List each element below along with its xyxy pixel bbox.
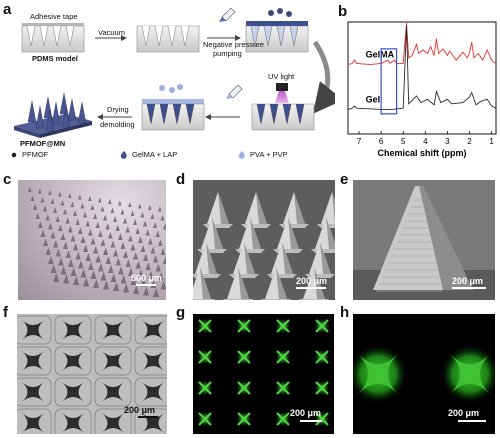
series-label-gel: Gel [366, 94, 381, 104]
label-product: PFMOF@MN [20, 139, 66, 148]
highlight-box [380, 48, 398, 115]
scale-bar-d [296, 287, 326, 289]
pipette-icon [219, 7, 236, 22]
microneedle-patch [14, 92, 92, 138]
scale-bar-g [300, 420, 322, 422]
scale-bar-c [136, 284, 156, 286]
scale-label-d: 200 μm [296, 276, 328, 286]
plot-frame [347, 21, 497, 135]
panel-label-b: b [338, 3, 348, 20]
x-tick-label-7: 7 [357, 137, 362, 146]
x-axis-label: Chemical shift (ppm) [377, 148, 466, 158]
photo-c-microneedle-array [18, 180, 166, 300]
label-negative-pressure: Negative pressure [203, 40, 264, 49]
pdms-mold-uv [251, 83, 315, 131]
label-demolding: demolding [100, 120, 135, 129]
pdms-mold-3 [245, 8, 309, 53]
scale-label-f: 200 μm [124, 405, 156, 415]
x-tick-label-5: 5 [401, 137, 406, 146]
scale-label-c: 500 μm [131, 273, 163, 283]
x-tick-label-1: 1 [489, 137, 494, 146]
label-adhesive-tape: Adhesive tape [30, 12, 78, 21]
panel-label-e: e [340, 171, 349, 188]
x-tick-label-4: 4 [423, 137, 428, 146]
scale-bar-e [452, 287, 486, 289]
scale-label-g: 200 μm [290, 408, 322, 418]
photo-h-fluorescence-single [353, 314, 495, 434]
scale-bar-h [458, 420, 486, 422]
pdms-mold-pva [141, 84, 205, 131]
schematic-diagram [11, 7, 335, 159]
label-pdms-model: PDMS model [32, 54, 78, 63]
x-tick-label-2: 2 [467, 137, 472, 146]
scale-label-h: 200 μm [448, 408, 480, 418]
panel-label-c: c [3, 171, 12, 188]
x-tick-label-6: 6 [379, 137, 384, 146]
label-pumping: pumping [213, 49, 242, 58]
pdms-mold-2 [136, 25, 200, 53]
panel-label-d: d [176, 171, 186, 188]
legend-drop-gelma [120, 151, 127, 159]
panel-label-h: h [340, 304, 350, 321]
series-line-gelma [347, 23, 497, 66]
panel-label-f: f [3, 304, 8, 321]
photo-e-sem-single [353, 180, 495, 300]
pipette-icon-2 [226, 84, 243, 99]
photo-f-brightfield [17, 314, 167, 434]
pdms-mold-1 [21, 23, 85, 53]
label-vacuum: Vacuum [98, 28, 125, 37]
label-drying: Drying [107, 105, 129, 114]
label-uv-light: UV light [268, 72, 295, 81]
photo-d-sem-array [193, 180, 335, 300]
legend-label-pva: PVA + PVP [250, 150, 288, 159]
series-label-gelma: GelMA [366, 50, 395, 60]
scale-label-e: 200 μm [452, 276, 484, 286]
panel-label-a: a [3, 1, 12, 18]
scale-bar-f [138, 416, 158, 418]
legend-label-pfmof: PFMOF [22, 150, 49, 159]
photo-g-fluorescence-array [193, 314, 334, 434]
legend-drop-pva [238, 151, 245, 159]
legend-dot-pfmof [11, 152, 17, 158]
panel-label-g: g [176, 304, 186, 321]
legend-label-gelma: GelMA + LAP [132, 150, 178, 159]
x-tick-label-3: 3 [445, 137, 450, 146]
